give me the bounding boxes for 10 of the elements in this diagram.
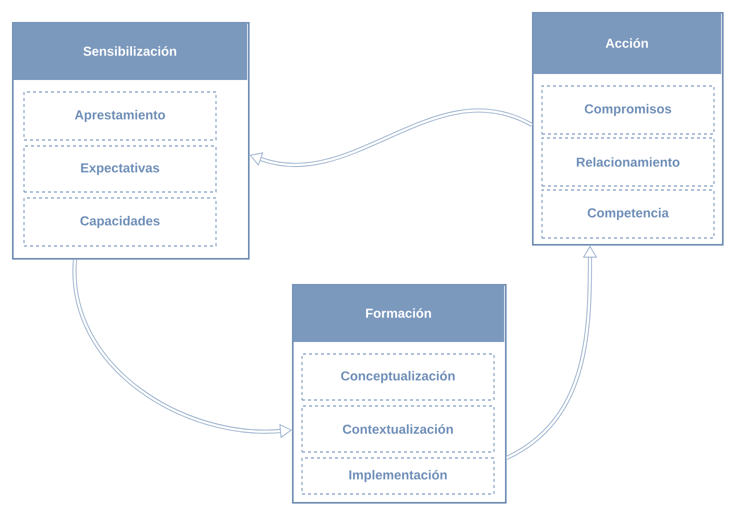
item-box: Compromisos xyxy=(542,86,714,134)
item-box: Capacidades xyxy=(24,198,216,246)
item-box: Expectativas xyxy=(24,146,216,192)
curved-arrow xyxy=(250,108,533,166)
item-box: Relacionamiento xyxy=(542,138,714,186)
item-box: Conceptualización xyxy=(302,354,494,400)
item-box: Implementación xyxy=(302,458,494,494)
item-box: Contextualización xyxy=(302,406,494,452)
item-box: Aprestamiento xyxy=(24,92,216,140)
item-box: Competencia xyxy=(542,190,714,238)
